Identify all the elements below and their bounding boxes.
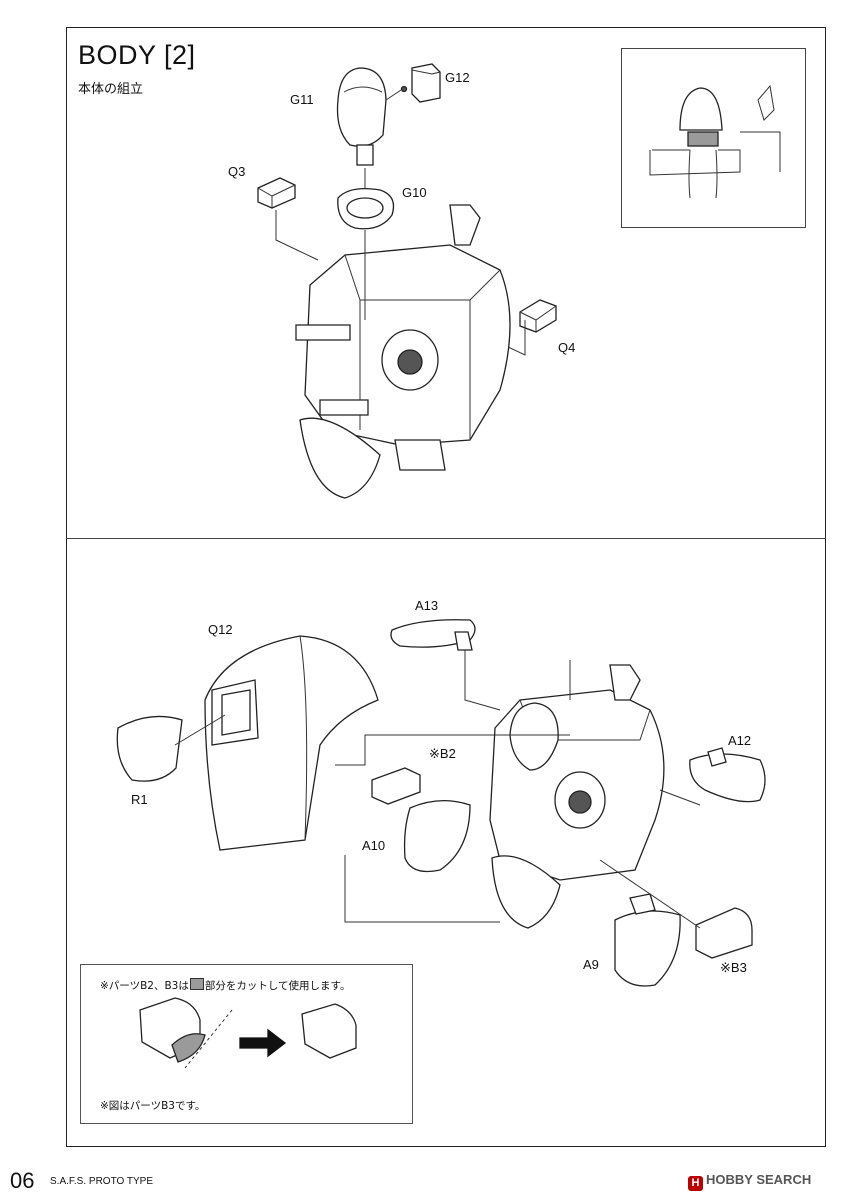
- part-label-g10: G10: [402, 185, 427, 200]
- lower-assembly-drawing: [116, 619, 766, 987]
- cut-note-line-2: ※図はパーツB3です。: [100, 1100, 206, 1112]
- cut-note-text-before: ※パーツB2、B3は: [100, 980, 189, 992]
- detail-inset: [621, 48, 806, 228]
- page-number: 06: [10, 1168, 35, 1193]
- part-label-a9: A9: [583, 957, 599, 972]
- cut-note-text-after: 部分をカットして使用します。: [204, 980, 351, 992]
- page-subtitle: 本体の組立: [78, 82, 144, 97]
- part-label-q12: Q12: [208, 622, 233, 637]
- cut-area-swatch: [189, 978, 204, 990]
- upper-assembly-drawing: [257, 63, 781, 499]
- hobbysearch-logo-icon: H: [688, 1176, 703, 1191]
- page-frame: [66, 27, 826, 1147]
- section-divider: [66, 538, 826, 539]
- page-title: BODY [2]: [78, 40, 196, 70]
- part-label-g12: G12: [445, 70, 470, 85]
- part-label-r1: R1: [131, 792, 148, 807]
- watermark-text: HOBBY SEARCH: [706, 1172, 812, 1187]
- part-label-b2: ※B2: [429, 746, 456, 761]
- part-label-g11: G11: [290, 92, 314, 107]
- part-label-b3: ※B3: [720, 960, 747, 975]
- part-label-a13: A13: [415, 598, 439, 613]
- part-label-a12: A12: [728, 733, 752, 748]
- part-label-a10: A10: [362, 838, 386, 853]
- part-label-q4: Q4: [558, 340, 576, 355]
- cut-note-box: [80, 964, 413, 1124]
- cut-note-line-1: ※パーツB2、B3は 部分をカットして使用します。: [100, 978, 351, 993]
- product-name: S.A.F.S. PROTO TYPE: [50, 1176, 153, 1187]
- cut-note-drawing: [139, 997, 357, 1069]
- part-label-q3: Q3: [228, 164, 246, 179]
